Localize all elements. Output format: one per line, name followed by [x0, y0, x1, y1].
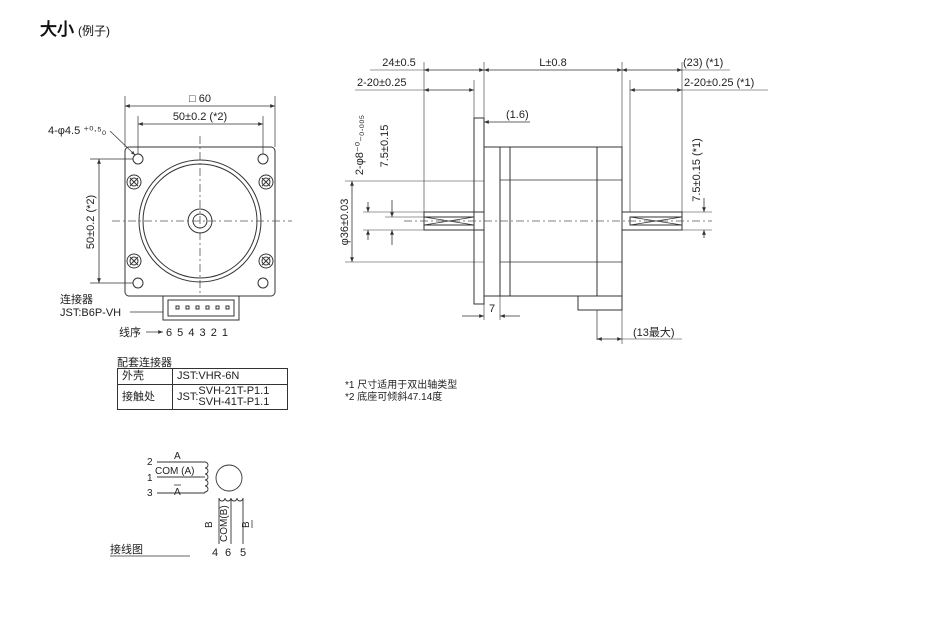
wiring-labels: 2 1 3 A COM (A) A B COM(B) B 4 6 5 接线图	[110, 451, 252, 559]
flat-height-dim-label: 7.5±0.15	[379, 125, 391, 168]
vertical-pitch-label: 50±0.2 (*2)	[85, 195, 97, 249]
wire-order-values: 6 5 4 3 2 1	[166, 327, 229, 339]
body-dim-label: L±0.8	[539, 57, 566, 69]
wiring-num-1: 1	[147, 473, 153, 484]
table-row: 外壳 JST:VHR-6N	[117, 368, 288, 385]
boss-dim-label: (1.6)	[506, 109, 529, 121]
rear-flat-height-dim-label: 7.5±0.15 (*1)	[691, 138, 703, 202]
connector-table-label: 配套连接器	[117, 357, 172, 369]
wiring-num-5: 5	[240, 547, 246, 559]
wiring-diagram-label: 接线图	[110, 542, 143, 556]
mount-hole-bottom-left	[132, 277, 144, 289]
contact-value-1: SVH-21T-P1.1	[198, 385, 270, 397]
wiring-num-3: 3	[147, 488, 153, 499]
contact-value-2: SVH-41T-P1.1	[198, 396, 270, 408]
front-flat-dim-label: 2-20±0.25	[357, 77, 406, 89]
screw-bottom-right	[258, 253, 274, 269]
front-connector-body	[162, 295, 240, 321]
housing-value: JST:VHR-6N	[172, 368, 288, 385]
wiring-rotor	[215, 464, 243, 492]
wiring-num-2: 2	[147, 457, 153, 468]
housing-key: 外壳	[117, 368, 173, 385]
rear-shaft-dim-label: (23) (*1)	[683, 57, 723, 69]
connector-model-label: JST:B6P-VH	[60, 307, 121, 319]
connector-label: 连接器	[60, 293, 93, 306]
wiring-num-4: 4	[212, 547, 218, 559]
front-view-labels: □ 60 50±0.2 (*2) 4-φ4.5 ⁺⁰·⁵₀ 50±0.2 (*2…	[48, 93, 229, 339]
side-view	[345, 62, 768, 344]
front-view	[90, 96, 292, 334]
flange-dim-label: 7	[489, 303, 495, 315]
contact-key: 接触处	[117, 384, 173, 410]
note-2: *2 底座可倾斜47.14度	[345, 392, 443, 403]
shaft-dia-dim-label: 2-φ8⁻⁰₋₀.₀₀₅	[354, 115, 366, 175]
wiring-label-b-bar: B	[241, 521, 252, 528]
wiring-diagram	[110, 461, 253, 557]
mount-hole-top-right	[257, 153, 269, 165]
front-shaft-dim-label: 24±0.5	[382, 57, 416, 69]
pilot-boss	[483, 146, 501, 297]
screw-top-right	[258, 174, 274, 190]
mount-hole-bottom-right	[257, 277, 269, 289]
rear-flat-dim-label: 2-20±0.25 (*1)	[684, 77, 754, 89]
wiring-label-com-a: COM (A)	[155, 466, 194, 477]
square-dim-label: □ 60	[189, 93, 211, 105]
hole-spec-label: 4-φ4.5 ⁺⁰·⁵₀	[48, 125, 106, 137]
title-main: 大小	[40, 20, 74, 39]
hole-spec-leader	[109, 130, 136, 156]
title-sub: (例子)	[78, 24, 110, 38]
wire-order-label: 线序	[119, 325, 141, 339]
wiring-label-a-bar: A	[174, 487, 181, 498]
side-view-labels: 24±0.5 L±0.8 (23) (*1) 2-20±0.25 2-20±0.…	[339, 57, 754, 339]
hole-pitch-label: 50±0.2 (*2)	[173, 111, 227, 123]
coil-a	[204, 461, 209, 493]
notes: *1 尺寸适用于双出轴类型 *2 底座可倾斜47.14度	[345, 380, 457, 404]
rear-connector	[577, 295, 623, 311]
wiring-num-6: 6	[225, 547, 231, 559]
wiring-label-com-b: COM(B)	[219, 505, 230, 542]
connector-pins	[175, 305, 230, 310]
front-connector-inner	[167, 299, 235, 317]
screw-top-left	[126, 174, 142, 190]
motor-body	[499, 146, 623, 297]
wiring-label-a: A	[174, 451, 181, 462]
section-title: 大小 (例子)	[40, 15, 110, 40]
wiring-label-b: B	[204, 521, 215, 528]
note-1: *1 尺寸适用于双出轴类型	[345, 380, 458, 391]
front-flange-plate	[473, 117, 485, 305]
contact-prefix: JST:	[177, 390, 199, 403]
connector-dim-label: (13最大)	[633, 325, 675, 339]
screw-bottom-left	[126, 253, 142, 269]
pilot-dim-label: φ36±0.03	[339, 199, 351, 246]
mount-hole-top-left	[132, 153, 144, 165]
